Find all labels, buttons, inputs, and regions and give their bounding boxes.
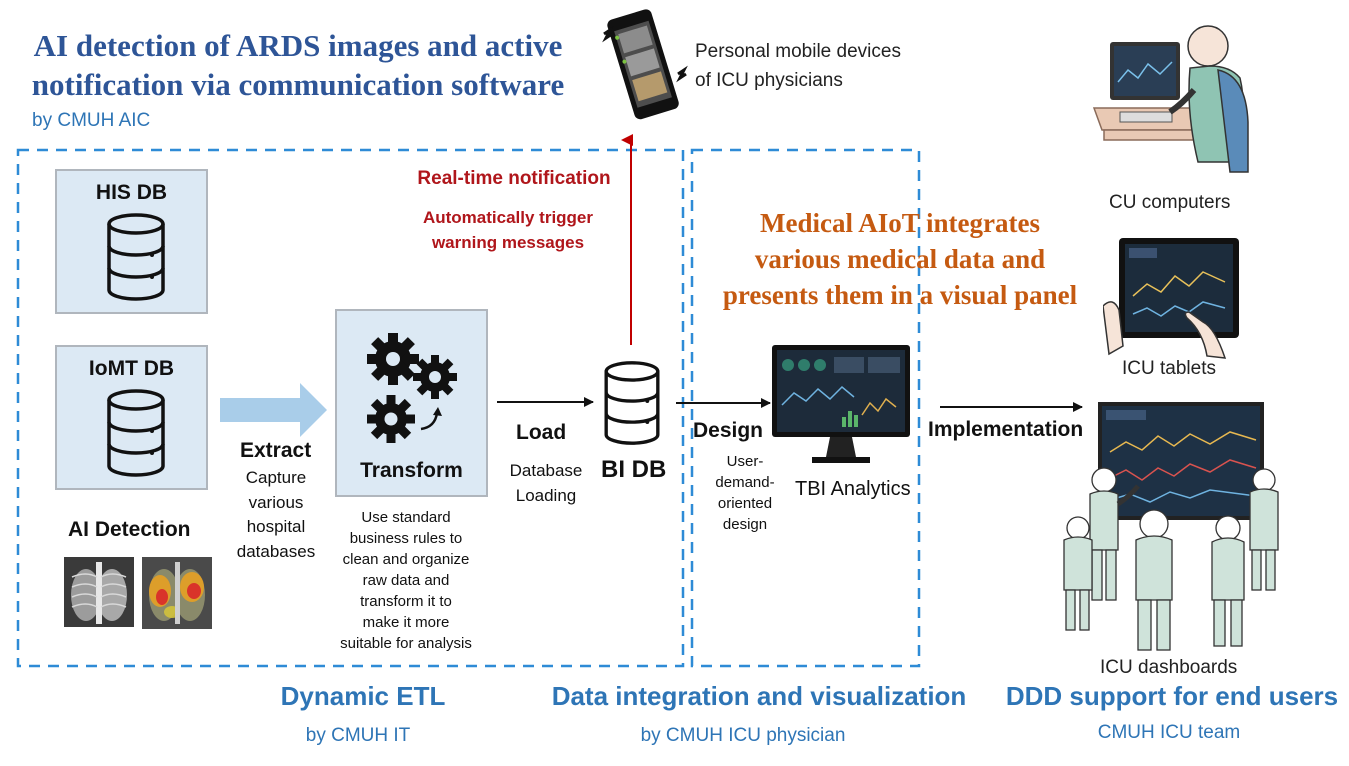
mobile-devices-caption: Personal mobile devices of ICU physician…	[695, 37, 901, 95]
gears-icon	[367, 333, 457, 443]
transform-desc-line: suitable for analysis	[340, 635, 472, 652]
ai-detection-label: AI Detection	[68, 518, 191, 541]
database-icon	[107, 213, 165, 301]
database-icon	[107, 389, 165, 477]
notification-title: Real-time notification	[417, 168, 611, 189]
integration-section-title: Data integration and visualization	[551, 681, 967, 711]
design-desc-line: oriented	[717, 495, 773, 512]
transform-box: Transform	[335, 309, 488, 497]
transform-desc-line: transform it to	[360, 593, 452, 610]
extract-desc-line: various	[248, 492, 304, 512]
aiot-line: presents them in a visual panel	[722, 280, 1078, 310]
extract-desc-line: Capture	[245, 468, 307, 487]
notification-description: Automatically trigger warning messages	[402, 205, 614, 255]
notification-line: Automatically trigger	[422, 208, 594, 227]
extract-label: Extract	[240, 439, 312, 462]
ddd-section-title: DDD support for end users	[1005, 681, 1339, 711]
smartphone-icon	[602, 9, 688, 120]
computer-user-icon	[1092, 25, 1249, 173]
xray-heatmap-image	[142, 557, 212, 629]
team-dashboard-icon	[1063, 402, 1279, 651]
notification-line: warning messages	[431, 233, 585, 252]
aiot-line: Medical AIoT integrates	[760, 208, 1040, 238]
load-desc-line: Loading	[515, 485, 577, 505]
analytics-label: TBI Analytics	[795, 478, 911, 500]
integration-region-frame	[690, 148, 921, 668]
aiot-description: Medical AIoT integrates various medical …	[700, 205, 1100, 313]
implementation-label: Implementation	[928, 418, 1084, 441]
mobile-caption-line: of ICU physicians	[695, 70, 843, 91]
transform-desc-line: clean and organize	[342, 551, 470, 568]
etl-section-title: Dynamic ETL	[280, 681, 446, 711]
extract-desc-line: hospital	[246, 517, 306, 536]
transform-desc-line: raw data and	[362, 572, 450, 589]
transform-desc-line: Use standard	[361, 509, 451, 526]
load-desc-line: Database	[509, 461, 583, 480]
bi-db-icon	[604, 361, 660, 445]
transform-desc-line: business rules to	[349, 530, 463, 547]
icu-tablets-caption: ICU tablets	[1122, 358, 1216, 379]
extract-description: Capture various hospital databases	[228, 466, 324, 564]
dashboard-monitor-icon	[772, 345, 910, 463]
title-line-1: AI detection of ARDS images and active	[33, 28, 563, 63]
design-desc-line: User-	[726, 453, 764, 470]
icu-dashboards-caption: ICU dashboards	[1100, 657, 1238, 678]
title-byline: by CMUH AIC	[32, 110, 151, 131]
transform-desc-line: make it more	[362, 614, 450, 631]
extract-desc-line: databases	[236, 541, 316, 561]
etl-section-byline: by CMUH IT	[305, 725, 411, 746]
tablet-hand-icon	[1103, 238, 1239, 359]
his-db-label: HIS DB	[95, 181, 168, 204]
design-desc-line: design	[722, 516, 768, 533]
transform-label: Transform	[360, 459, 463, 482]
integration-section-byline: by CMUH ICU physician	[640, 725, 846, 746]
chest-xray-image	[64, 557, 134, 627]
iomt-db-label: IoMT DB	[88, 357, 175, 380]
design-description: User- demand- oriented design	[705, 451, 785, 535]
design-desc-line: demand-	[715, 474, 775, 491]
title-line-2: notification via communication software	[31, 67, 565, 102]
bi-db-label: BI DB	[601, 456, 667, 483]
cu-computers-caption: CU computers	[1109, 192, 1231, 213]
aiot-line: various medical data and	[754, 244, 1046, 274]
page-title: AI detection of ARDS images and active n…	[18, 26, 578, 104]
ddd-section-byline: CMUH ICU team	[1097, 722, 1241, 743]
mobile-caption-line: Personal mobile devices	[695, 41, 901, 62]
his-db-box: HIS DB	[55, 169, 208, 314]
iomt-db-box: IoMT DB	[55, 345, 208, 490]
transform-description: Use standard business rules to clean and…	[326, 507, 486, 654]
etl-region-frame	[16, 148, 685, 668]
design-label: Design	[693, 419, 764, 442]
load-description: Database Loading	[498, 459, 594, 508]
extract-arrow	[220, 383, 327, 437]
load-label: Load	[516, 421, 567, 444]
